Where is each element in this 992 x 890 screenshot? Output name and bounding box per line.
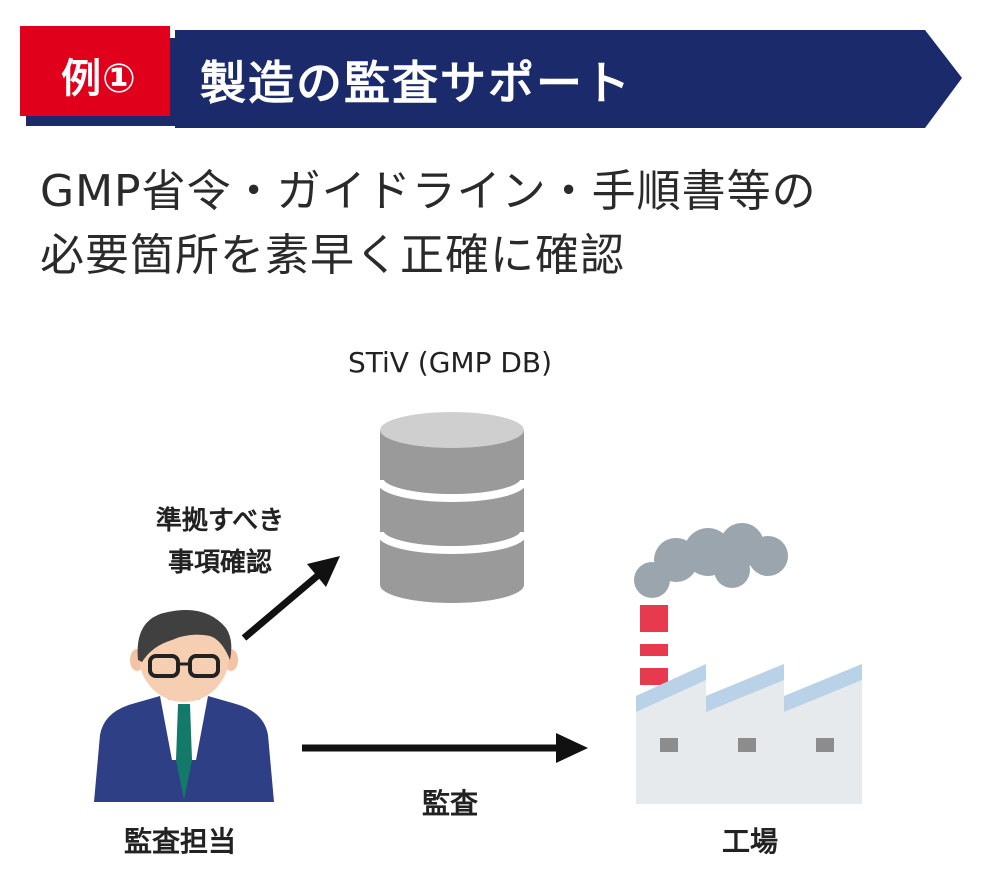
audit-label: 監査 xyxy=(421,787,478,820)
banner-title: 製造の監査サポート xyxy=(200,56,632,110)
database-icon xyxy=(376,412,528,603)
headline-line-1: GMP省令・ガイドライン・手順書等の xyxy=(40,166,817,217)
check-label-line-2: 事項確認 xyxy=(167,548,272,578)
check-label: 準拠すべき 事項確認 xyxy=(120,500,320,584)
audit-arrow xyxy=(302,733,588,763)
auditor-label: 監査担当 xyxy=(123,825,236,858)
example-badge: 例① xyxy=(61,56,137,102)
check-label-line-1: 準拠すべき xyxy=(155,506,285,536)
check-arrow xyxy=(241,556,340,641)
headline-line-2: 必要箇所を素早く正確に確認 xyxy=(40,230,625,281)
headline: GMP省令・ガイドライン・手順書等の 必要箇所を素早く正確に確認 xyxy=(40,160,960,288)
database-label: STiV (GMP DB) xyxy=(347,346,553,379)
header-banner: 例① 製造の監査サポート xyxy=(0,0,992,140)
banner-shape xyxy=(20,26,962,128)
factory-icon xyxy=(634,523,862,804)
auditor-icon xyxy=(94,610,274,802)
factory-label: 工場 xyxy=(721,825,778,858)
